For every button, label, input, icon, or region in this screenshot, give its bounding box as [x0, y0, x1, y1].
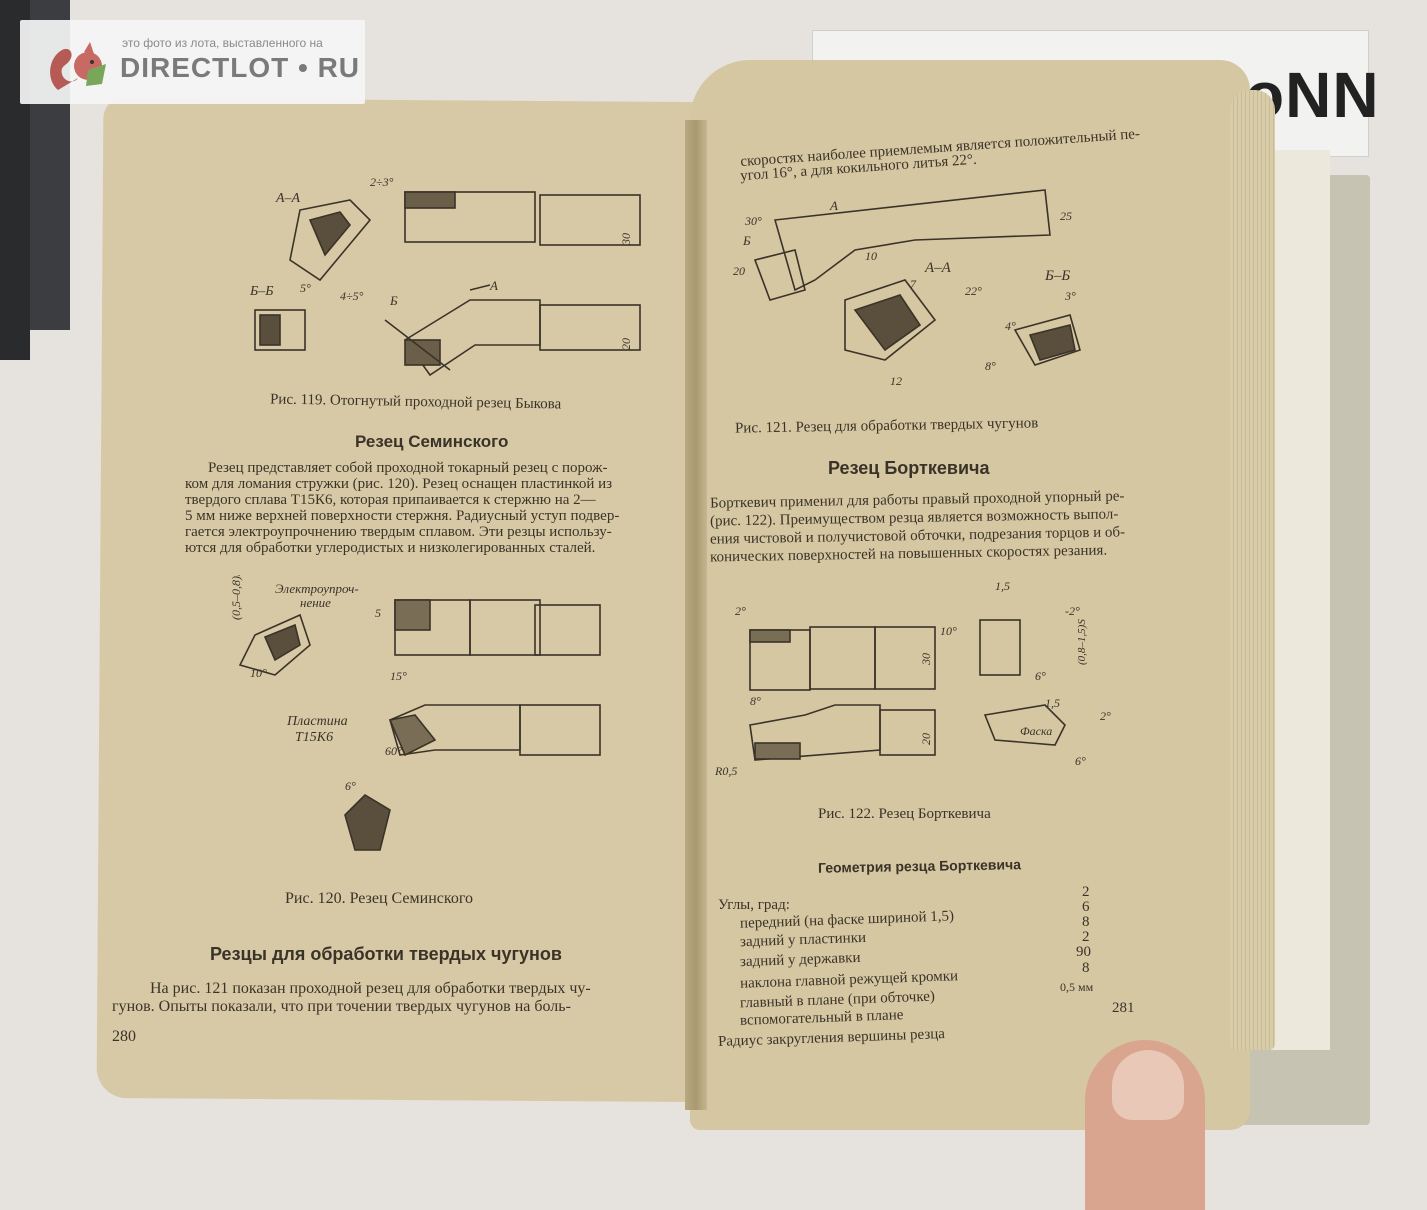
geometry-row-value: 8	[1082, 960, 1090, 976]
fig122-label-s: (0,8–1,5)S	[1076, 619, 1088, 665]
page-number-left: 280	[112, 1028, 136, 1045]
fig122-label-1-5: 1,5	[995, 579, 1010, 593]
fig120-label-5: 5	[375, 606, 381, 620]
fig121-label-bb: Б–Б	[1044, 268, 1070, 284]
fig120-label-15: 15°	[390, 669, 407, 683]
fig122-label-2b: 2°	[1100, 709, 1111, 723]
geometry-row-value: 6	[1082, 899, 1090, 915]
fig122-label-6a: 6°	[1035, 669, 1046, 683]
fig122-label-30: 30	[919, 653, 933, 666]
fig122-label-1-5b: 1,5	[1045, 696, 1060, 710]
page-stack	[1230, 90, 1275, 1050]
fig119-label-angle2: 4÷5°	[340, 289, 364, 303]
fig121-label-7: 7	[910, 277, 917, 291]
fig120-label-plastina: Пластина	[286, 714, 348, 729]
fig121-label-aa: А–А	[924, 260, 952, 276]
fig119-label-aa: А–А	[275, 191, 301, 206]
fig120-label-electro2: нение	[300, 595, 331, 610]
fig-122-caption: Рис. 122. Резец Борткевича	[818, 806, 991, 822]
seminsky-body-line-1: Резец представляет собой проходной токар…	[208, 460, 608, 476]
fig121-label-10: 10	[865, 249, 877, 263]
geometry-row-value: 2	[1082, 884, 1090, 900]
fig120-label-60: 60°	[385, 744, 402, 758]
chugun-body-line-2: гунов. Опыты показали, что при точении т…	[112, 998, 571, 1015]
book-page-edge-light	[1270, 150, 1330, 1050]
geometry-row-value: 90	[1076, 944, 1091, 960]
fig121-label-22: 22°	[965, 284, 982, 298]
fig120-label-s: (0,5–0,8)S	[229, 575, 243, 620]
watermark-brand: DIRECTLOT • RU	[120, 52, 361, 83]
fig121-label-8: 8°	[985, 359, 996, 373]
geometry-row-value: 8	[1082, 914, 1090, 930]
fig121-label-20: 20	[733, 264, 745, 278]
fig122-label-2: 2°	[735, 604, 746, 618]
seminsky-body-line-2: ком для ломания стружки (рис. 120). Резе…	[185, 476, 613, 492]
fig119-label-angle1: 2÷3°	[370, 175, 394, 189]
fig119-dim-30: 30	[619, 233, 633, 246]
fig-120-drawing: Электроупроч- нение (0,5–0,8)S Пластина …	[229, 575, 601, 851]
fig121-label-30: 30°	[744, 214, 762, 228]
fig-120-caption: Рис. 120. Резец Семинского	[285, 890, 473, 907]
fig119-label-b: Б	[389, 293, 398, 308]
fig122-label-6b: 6°	[1075, 754, 1086, 768]
thumbnail	[1112, 1050, 1184, 1120]
geometry-row-value: 2	[1082, 929, 1090, 945]
fig-122-drawing: 2° 1,5 -2° 10° 30 6° (0,8–1,5)S 8° 1,5 2…	[715, 579, 1111, 778]
watermark-small-text: это фото из лота, выставленного на	[122, 36, 323, 50]
geometry-heading: Углы, град:	[718, 897, 790, 913]
section-title-bortkevich: Резец Борткевича	[828, 458, 990, 478]
fig119-label-bb: Б–Б	[249, 284, 274, 299]
page-number-right: 281	[1112, 1000, 1135, 1016]
section-title-seminsky: Резец Семинского	[355, 432, 509, 451]
fig120-label-10: 10°	[250, 666, 267, 680]
seminsky-body-line-5: гается электроупрочнению твердым сплавом…	[185, 524, 612, 540]
fig122-label-8: 8°	[750, 694, 761, 708]
squirrel-logo-icon	[50, 42, 106, 90]
fig121-label-3: 3°	[1064, 289, 1076, 303]
fig119-dim-20: 20	[619, 338, 633, 350]
fig121-label-4: 4°	[1005, 319, 1016, 333]
seminsky-body-line-6: ются для обработки углеродистых и низкол…	[185, 540, 596, 556]
fig122-label-faska: Фаска	[1020, 724, 1052, 738]
fig122-label-r05: R0,5	[715, 764, 737, 778]
fig122-label-minus2: -2°	[1065, 604, 1080, 618]
fig121-label-b: Б	[742, 233, 751, 248]
section-title-chugun: Резцы для обработки твердых чугунов	[210, 944, 562, 964]
fig121-label-12: 12	[890, 374, 902, 388]
fig121-label-a: A	[829, 198, 838, 213]
fig122-label-10a: 10°	[940, 624, 957, 638]
seminsky-body-line-3: твердого сплава Т15К6, которая припаивае…	[185, 492, 596, 508]
fig121-label-25: 25	[1060, 209, 1072, 223]
geometry-row-value: 0,5 мм	[1060, 980, 1094, 994]
seminsky-body-line-4: 5 мм ниже верхней поверхности стержня. Р…	[185, 508, 620, 524]
fig119-label-angle3: 5°	[300, 281, 311, 295]
fig120-label-6: 6°	[345, 779, 356, 793]
fig-119-drawing: А–А Б–Б 2÷3° 4÷5° 5° A Б 30 20	[249, 175, 641, 377]
fig-121-drawing: А–А Б–Б 30° 20 25 10 7 22° 3° 4° 8° 12 A…	[733, 189, 1081, 388]
chugun-body-line-1: На рис. 121 показан проходной резец для …	[150, 980, 591, 997]
book-gutter	[685, 120, 707, 1110]
fig120-label-t15k6: Т15К6	[295, 730, 333, 745]
fig119-label-a: A	[489, 278, 498, 293]
fig122-label-20: 20	[919, 733, 933, 745]
fig120-label-electro1: Электроупроч-	[275, 581, 359, 596]
